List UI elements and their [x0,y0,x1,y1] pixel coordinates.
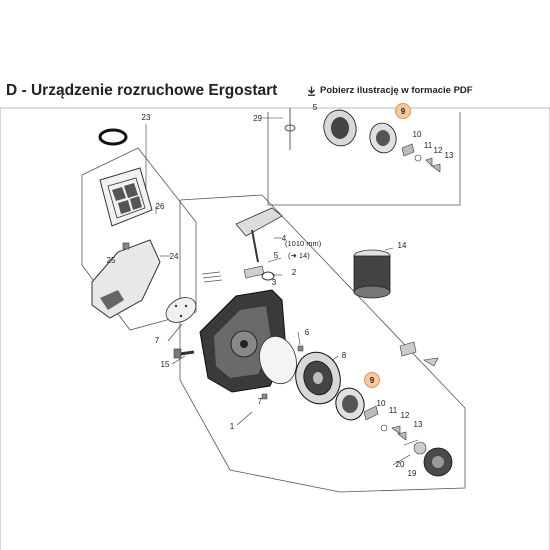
label-20[interactable]: 20 [396,460,405,469]
label-10-bottom[interactable]: 10 [377,399,386,408]
label-7-mid[interactable]: 7 [258,397,263,406]
label-13-bottom[interactable]: 13 [414,420,423,429]
washer-4-part [261,271,275,281]
label-13-top[interactable]: 13 [445,151,454,160]
rope-spool-part [284,108,296,150]
label-7-left[interactable]: 7 [155,336,160,345]
nut-cup-part [413,441,453,477]
label-9-bottom[interactable]: 9 [370,376,375,385]
air-filter-part [99,167,153,227]
label-12-top[interactable]: 12 [434,146,443,155]
label-25[interactable]: 25 [107,256,116,265]
o-ring-part [98,128,128,146]
label-29[interactable]: 29 [253,114,262,123]
diagram-frames [0,107,550,550]
label-3[interactable]: 3 [272,278,277,287]
label-14[interactable]: 14 [398,241,407,250]
screw-25-part [122,242,130,250]
rope-length-note: (1010 mm) [285,239,322,248]
label-5[interactable]: 5 [274,251,279,260]
rope-rotor-part [295,351,341,405]
spring-plate-part [259,335,297,385]
page-title: D - Urządzenie rozruchowe Ergostart [6,82,278,99]
label-11-bottom[interactable]: 11 [389,406,398,415]
label-5-top[interactable]: 5 [313,103,318,112]
label-4[interactable]: 4 [282,234,287,243]
label-1[interactable]: 1 [230,422,235,431]
rewind-spring-part [335,387,365,421]
pull-handle-part [235,207,283,279]
label-26[interactable]: 26 [156,202,165,211]
highlight-9-bottom[interactable] [363,371,381,389]
highlight-9-top[interactable] [394,102,412,120]
main-frame [179,194,466,493]
rope-ref-note[interactable]: (➜ 14) [288,251,310,260]
bracket-parts [399,341,439,367]
label-15[interactable]: 15 [161,360,170,369]
inset-rotor-part [323,109,397,154]
download-icon [308,86,315,96]
filter-cover-part [91,239,161,319]
pawl-parts-bottom [363,405,407,441]
label-24[interactable]: 24 [170,252,179,261]
download-pdf-link[interactable]: Pobierz ilustrację w formacie PDF [307,85,473,96]
label-8[interactable]: 8 [342,351,347,360]
left-frame [81,147,197,331]
pawl-parts-top [401,143,441,173]
label-9-top[interactable]: 9 [401,107,406,116]
label-2[interactable]: 2 [292,268,297,277]
label-12-bottom[interactable]: 12 [401,411,410,420]
download-pdf-label: Pobierz ilustrację w formacie PDF [320,85,473,96]
label-6[interactable]: 6 [305,328,310,337]
bolt-15-part [173,348,195,359]
fuel-filter-part [353,249,391,299]
label-19[interactable]: 19 [408,469,417,478]
plate-part [165,297,197,323]
label-11-top[interactable]: 11 [424,141,433,150]
spring-wire-part [201,271,223,283]
part-labels: 9 9 23 29 5 10 11 12 13 26 25 24 7 15 1 … [107,103,454,478]
inset-frame-top [267,112,461,206]
page-header: D - Urządzenie rozruchowe Ergostart [6,80,277,102]
label-10-top[interactable]: 10 [413,130,422,139]
label-23[interactable]: 23 [142,113,151,122]
screws-part [261,345,304,400]
